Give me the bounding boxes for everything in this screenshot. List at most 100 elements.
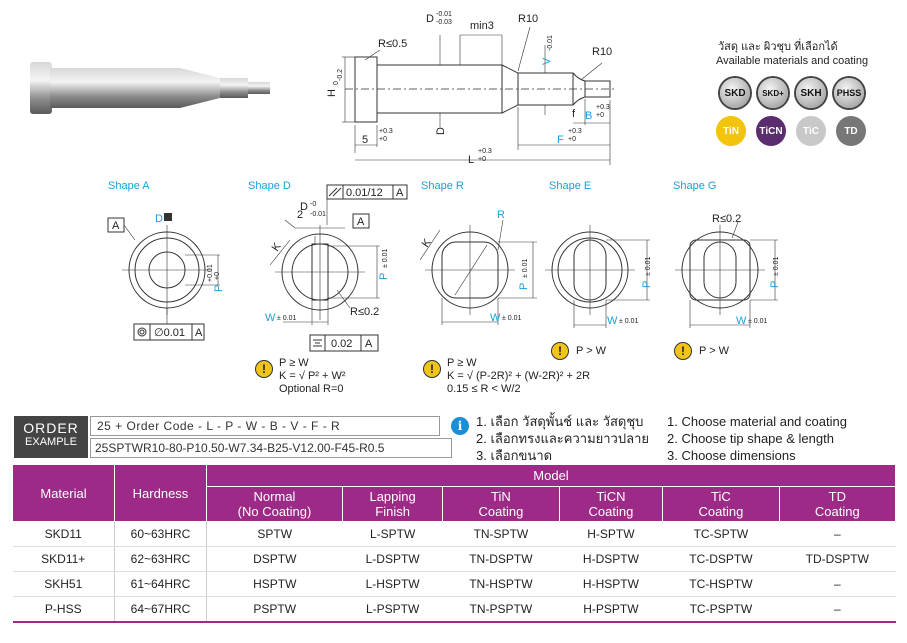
shape-g-title: Shape G (673, 180, 717, 192)
col-hardness: Hardness (114, 464, 207, 522)
svg-text:± 0.01: ± 0.01 (619, 318, 639, 325)
td-badge-icon: TD (836, 116, 866, 146)
shape-r-title: Shape R (421, 180, 464, 192)
dim-min3: min3 (470, 20, 494, 32)
model-cell: TN-DSPTW (442, 546, 560, 572)
note-r: P ≥ W K = √ (P-2R)² + (W-2R)² + 2R 0.15 … (447, 357, 591, 395)
svg-text:+0: +0 (478, 156, 486, 163)
col-material: Material (12, 464, 115, 522)
model-cell: H-HSPTW (559, 571, 663, 597)
skh-badge-icon: SKH (796, 78, 826, 108)
materials-title-en: Available materials and coating (716, 55, 869, 67)
note-d: P ≥ W K = √ P² + W² Optional R=0 (279, 357, 346, 395)
model-cell: H-PSPTW (559, 596, 663, 623)
svg-text:0: 0 (333, 81, 340, 85)
shape-d-title: Shape D (248, 180, 291, 192)
svg-text:+0.3: +0.3 (596, 104, 610, 111)
shape-r-w-label: W (490, 312, 501, 324)
shape-d-two: 2 (297, 209, 303, 221)
model-cell: L-SPTW (342, 521, 443, 547)
order-example-label: ORDER EXAMPLE (14, 416, 88, 458)
shape-d-flatness: 0.01/12 (346, 187, 383, 199)
shape-r-radius: R (497, 209, 505, 221)
model-cell: HSPTW (206, 571, 343, 597)
dim-l: L (468, 154, 474, 166)
svg-text:+0: +0 (596, 112, 604, 119)
shape-e-title: Shape E (549, 180, 592, 192)
shape-e-diagram: P ± 0.01 W ± 0.01 (545, 225, 653, 328)
svg-text:A: A (365, 338, 373, 350)
shape-a-d-label: D (155, 213, 163, 225)
model-cell: TN-HSPTW (442, 571, 560, 597)
dim-f-upper: F (557, 134, 564, 146)
model-cell: TN-PSPTW (442, 596, 560, 623)
svg-text:± 0.01: ± 0.01 (382, 248, 389, 268)
tic-badge-icon: TiC (796, 116, 826, 146)
model-cell: TD-DSPTW (779, 546, 896, 572)
order-steps-th: 1. เลือก วัสดุพั้นช์ และ วัสดุชุบ 2. เลื… (476, 414, 649, 463)
shape-g-radius: R≤0.2 (712, 213, 741, 225)
skd-plus-badge-icon: SKD+ (758, 78, 788, 108)
svg-text:± 0.01: ± 0.01 (748, 318, 768, 325)
punch-technical-drawing: D -0.01 -0.03 min3 R10 R≤0.5 V -0.01 R10… (326, 11, 615, 166)
shape-r-k: K (420, 236, 434, 249)
dim-5: 5 (362, 134, 368, 146)
info-icon: i (451, 417, 469, 435)
svg-text:-0.01: -0.01 (547, 35, 554, 51)
model-cell: SPTW (206, 521, 343, 547)
model-cell: DSPTW (206, 546, 343, 572)
model-cell: TN-SPTW (442, 521, 560, 547)
dim-dt: D (435, 127, 447, 135)
svg-text:-0.01: -0.01 (310, 211, 326, 218)
model-cell: L-PSPTW (342, 596, 443, 623)
order-code-format: 25 + Order Code - L - P - W - B - V - F … (90, 416, 440, 436)
model-cell: – (779, 521, 896, 547)
dim-d: D (426, 13, 434, 25)
model-cell: PSPTW (206, 596, 343, 623)
dim-r05: R≤0.5 (378, 38, 407, 50)
note-e-warning-icon: ! (551, 342, 569, 360)
model-cell: TC-HSPTW (662, 571, 780, 597)
svg-text:± 0.01: ± 0.01 (502, 315, 522, 322)
svg-text:-0: -0 (310, 201, 316, 208)
svg-text:+0: +0 (379, 136, 387, 143)
shape-a-concentricity: ∅0.01 (154, 327, 185, 339)
model-cell: L-DSPTW (342, 546, 443, 572)
shape-d-w-label: W (265, 312, 276, 324)
shape-g-w-label: W (736, 315, 747, 327)
svg-text:+0.3: +0.3 (568, 128, 582, 135)
model-cell: H-DSPTW (559, 546, 663, 572)
order-code-example: 25SPTWR10-80-P10.50-W7.34-B25-V12.00-F45… (90, 438, 452, 458)
dim-r10-right: R10 (592, 46, 612, 58)
shape-d-symmetry: 0.02 (331, 338, 352, 350)
model-cell: TC-SPTW (662, 521, 780, 547)
col-normal: Normal(No Coating) (206, 486, 343, 522)
note-d-warning-icon: ! (255, 360, 273, 378)
materials-title-th: วัสดุ และ ผิวชุบ ที่เลือกได้ (718, 41, 838, 53)
punch-photo (30, 62, 270, 114)
tin-badge-icon: TiN (716, 116, 746, 146)
dim-v: V (541, 57, 553, 65)
order-steps-en: 1. Choose material and coating 2. Choose… (667, 414, 847, 463)
shape-d-p-label: P (378, 273, 390, 280)
hardness-cell: 62~63HRC (114, 546, 207, 572)
svg-text:-0.2: -0.2 (337, 69, 344, 81)
model-cell: – (779, 571, 896, 597)
hardness-cell: 61~64HRC (114, 571, 207, 597)
svg-text:-0.03: -0.03 (436, 19, 452, 26)
shape-e-w-label: W (607, 315, 618, 327)
svg-text:± 0.01: ± 0.01 (277, 315, 297, 322)
shape-d-diagram: 0.01/12 A D -0 -0.01 2 A K P ± 0.01 W ± … (265, 184, 408, 352)
dim-b: B (585, 110, 592, 122)
note-g: P > W (699, 345, 730, 357)
shape-e-p-label: P (641, 281, 653, 288)
svg-text:+0.3: +0.3 (478, 148, 492, 155)
model-cell: TC-PSPTW (662, 596, 780, 623)
svg-text:+0: +0 (214, 272, 221, 280)
skd-badge-icon: SKD (720, 78, 750, 108)
